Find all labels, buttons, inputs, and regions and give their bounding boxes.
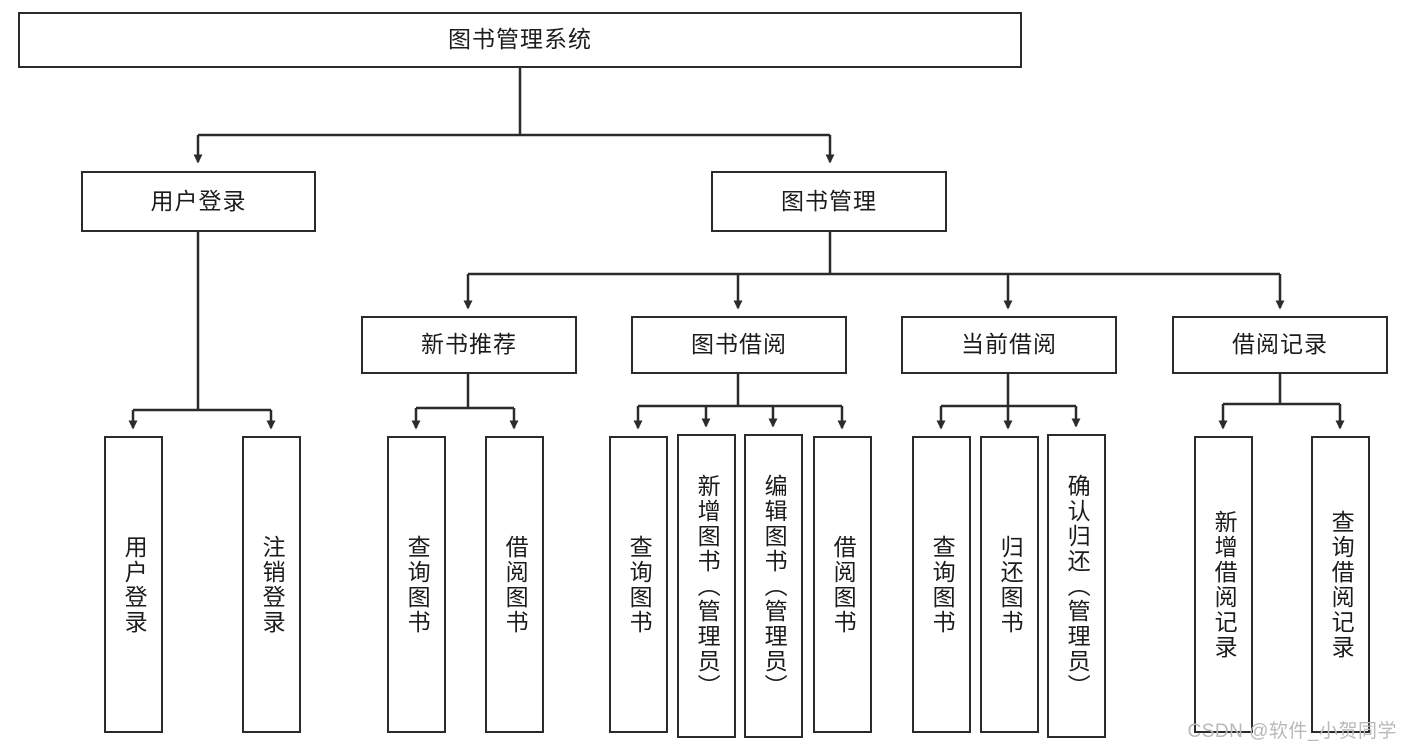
- node-label: 借阅图书: [830, 534, 857, 635]
- leaf-current-return-book[interactable]: 归还图书: [980, 436, 1039, 733]
- leaf-record-query-record[interactable]: 查询借阅记录: [1311, 436, 1370, 733]
- node-new-book-recommend[interactable]: 新书推荐: [361, 316, 577, 374]
- node-label: 图书管理系统: [448, 26, 592, 53]
- node-label: 确认归还（管理员）: [1064, 473, 1091, 699]
- node-label: 新增借阅记录: [1211, 509, 1238, 660]
- node-current-borrow[interactable]: 当前借阅: [901, 316, 1117, 374]
- node-label: 图书管理: [781, 187, 877, 214]
- leaf-borrow-edit-book-admin[interactable]: 编辑图书（管理员）: [744, 434, 803, 738]
- node-label: 当前借阅: [961, 331, 1057, 358]
- leaf-borrow-borrow-book[interactable]: 借阅图书: [813, 436, 872, 733]
- node-label: 用户登录: [121, 534, 148, 635]
- node-label: 图书借阅: [691, 331, 787, 358]
- node-label: 查询借阅记录: [1328, 509, 1355, 660]
- node-label: 归还图书: [997, 534, 1024, 635]
- node-label: 编辑图书（管理员）: [761, 473, 788, 699]
- leaf-current-confirm-return-admin[interactable]: 确认归还（管理员）: [1047, 434, 1106, 738]
- leaf-user-login-login[interactable]: 用户登录: [104, 436, 163, 733]
- node-book-management[interactable]: 图书管理: [711, 171, 947, 232]
- node-label: 用户登录: [150, 187, 247, 214]
- leaf-record-add-record[interactable]: 新增借阅记录: [1194, 436, 1253, 733]
- leaf-borrow-query-book[interactable]: 查询图书: [609, 436, 668, 733]
- node-label: 借阅记录: [1232, 331, 1328, 358]
- leaf-current-query-book[interactable]: 查询图书: [912, 436, 971, 733]
- node-label: 注销登录: [259, 534, 286, 635]
- leaf-recommend-query-book[interactable]: 查询图书: [387, 436, 446, 733]
- node-label: 查询图书: [626, 534, 653, 635]
- node-label: 查询图书: [404, 534, 431, 635]
- node-root-system[interactable]: 图书管理系统: [18, 12, 1022, 68]
- node-label: 新书推荐: [421, 331, 517, 358]
- node-user-login[interactable]: 用户登录: [81, 171, 316, 232]
- node-book-borrow[interactable]: 图书借阅: [631, 316, 847, 374]
- leaf-user-login-logout[interactable]: 注销登录: [242, 436, 301, 733]
- leaf-borrow-add-book-admin[interactable]: 新增图书（管理员）: [677, 434, 736, 738]
- leaf-recommend-borrow-book[interactable]: 借阅图书: [485, 436, 544, 733]
- node-label: 查询图书: [929, 534, 956, 635]
- node-label: 借阅图书: [502, 534, 529, 635]
- node-label: 新增图书（管理员）: [694, 473, 721, 699]
- csdn-watermark: CSDN @软件_小贺同学: [1187, 721, 1397, 742]
- node-borrow-record[interactable]: 借阅记录: [1172, 316, 1388, 374]
